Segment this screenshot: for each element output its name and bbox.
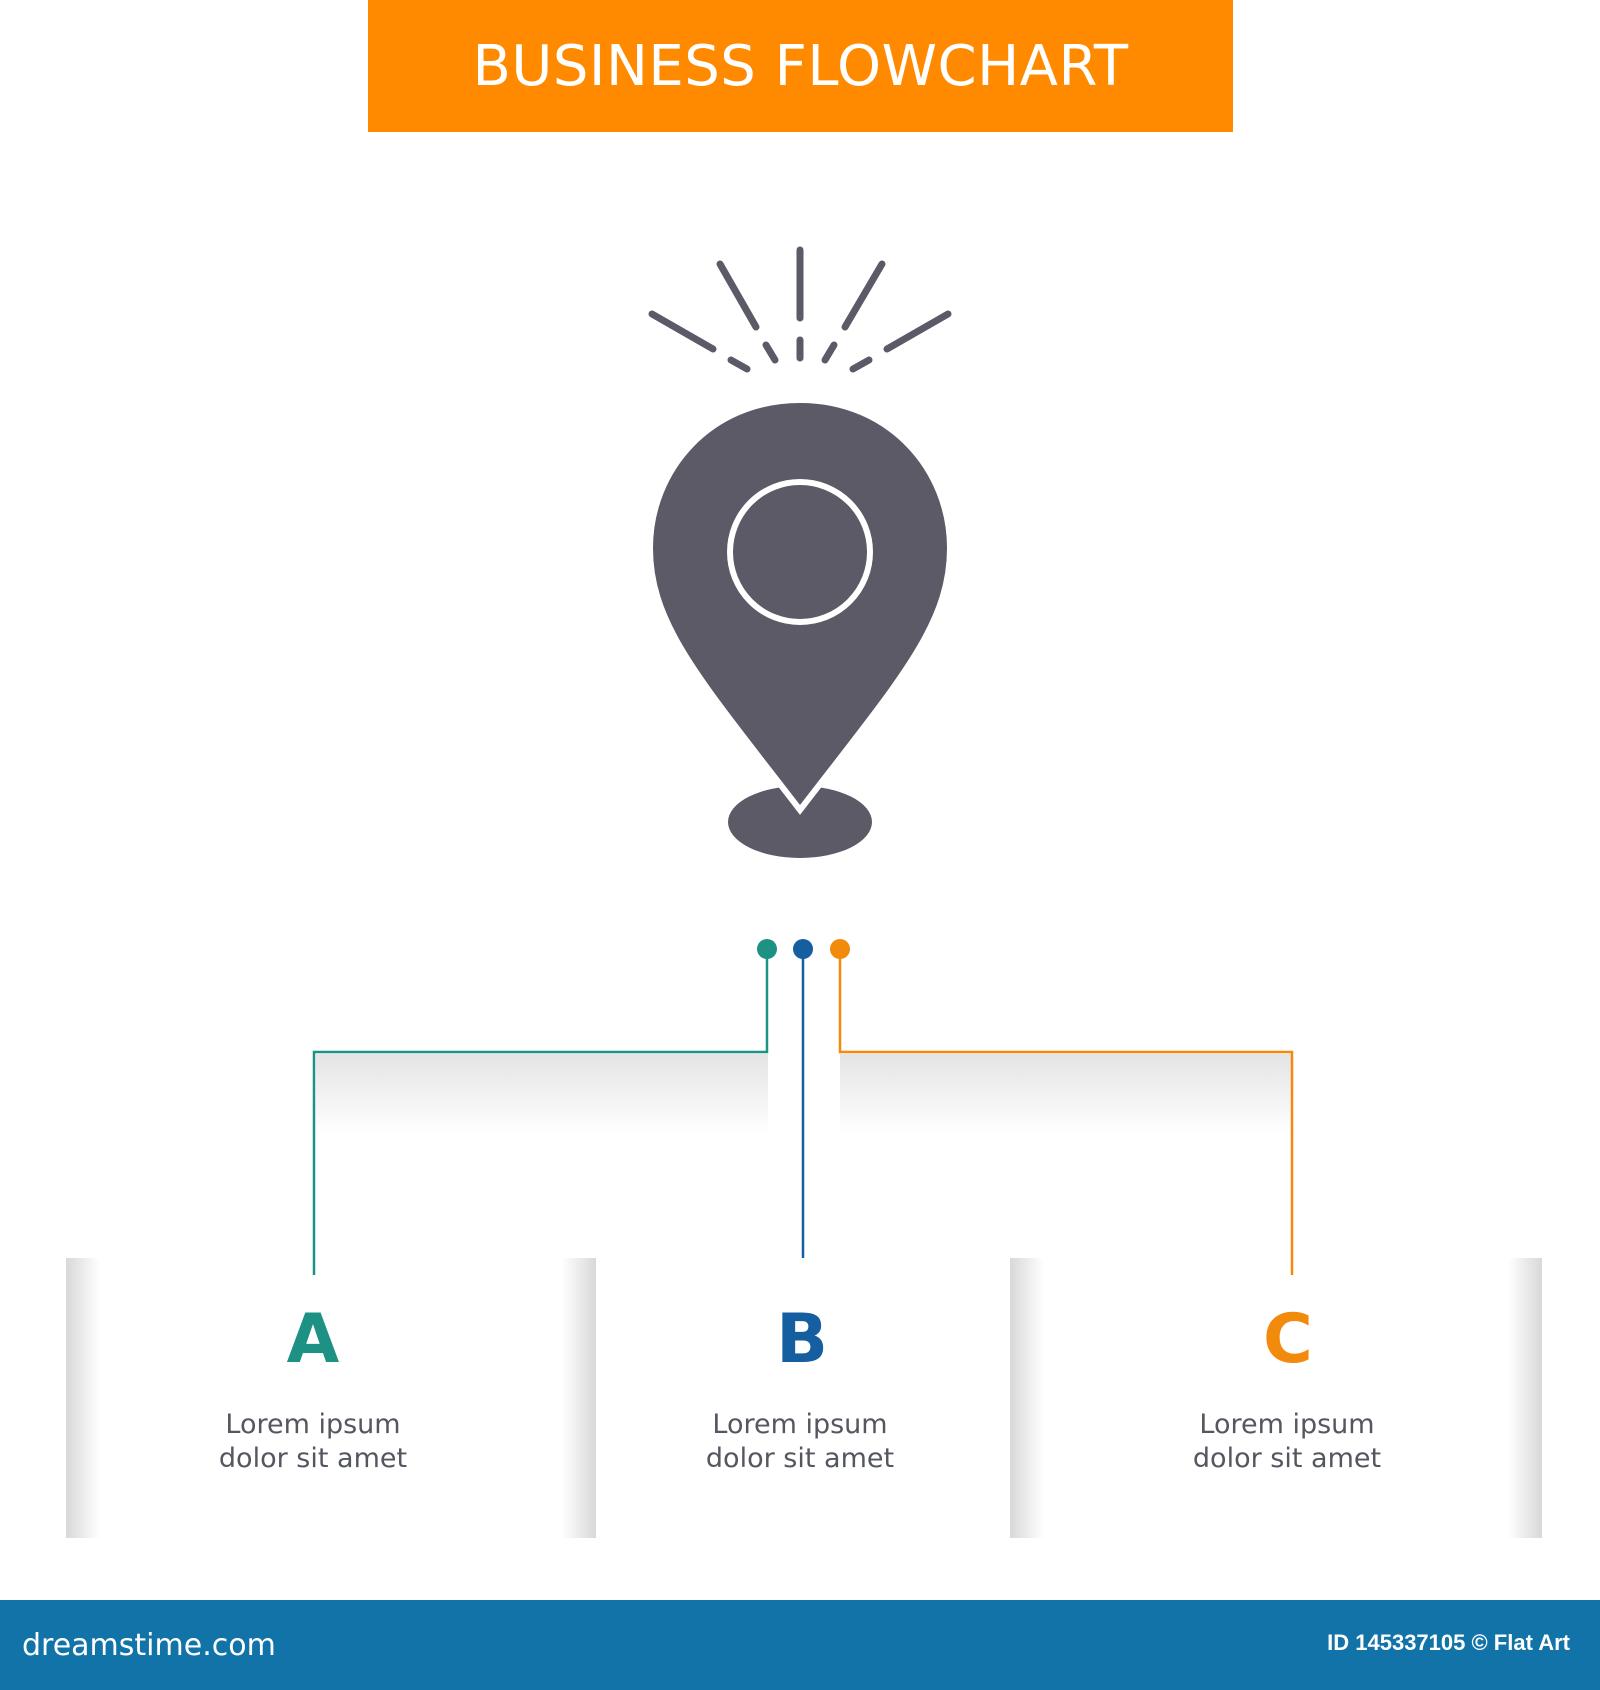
panel-a-left-shade [66, 1258, 100, 1538]
branch-a-letter: A [286, 1300, 340, 1379]
branch-a-text-line2: dolor sit amet [218, 1443, 408, 1474]
branch-c-letter: C [1263, 1300, 1313, 1379]
header-banner: BUSINESS FLOWCHART [368, 0, 1233, 132]
footer-bar [0, 1600, 1600, 1690]
branch-b-text-line1: Lorem ipsum [712, 1409, 888, 1440]
connector-shadow-right [840, 1054, 1292, 1134]
branch-c-text: Lorem ipsum dolor sit amet [1127, 1408, 1447, 1476]
branch-b-text-line2: dolor sit amet [705, 1443, 895, 1474]
location-pin-icon [646, 246, 954, 858]
branch-a-connector [312, 949, 769, 1275]
branch-b-letter: B [776, 1300, 828, 1379]
footer-brand: dreamstime.com [22, 1628, 276, 1663]
connector-shadow-left [316, 1054, 768, 1134]
panel-a-right-shade [562, 1258, 596, 1538]
branch-c-text-line1: Lorem ipsum [1199, 1409, 1375, 1440]
branch-a-text: Lorem ipsum dolor sit amet [153, 1408, 473, 1476]
branch-a-text-line1: Lorem ipsum [225, 1409, 401, 1440]
branch-b-text: Lorem ipsum dolor sit amet [640, 1408, 960, 1476]
branch-c-text-line2: dolor sit amet [1192, 1443, 1382, 1474]
panel-c-left-shade [1010, 1258, 1044, 1538]
panel-c-right-shade [1508, 1258, 1542, 1538]
page-title: BUSINESS FLOWCHART [472, 33, 1129, 99]
branch-c-connector [838, 949, 1294, 1275]
footer-image-id: ID 145337105 © Flat Art [1327, 1630, 1570, 1655]
